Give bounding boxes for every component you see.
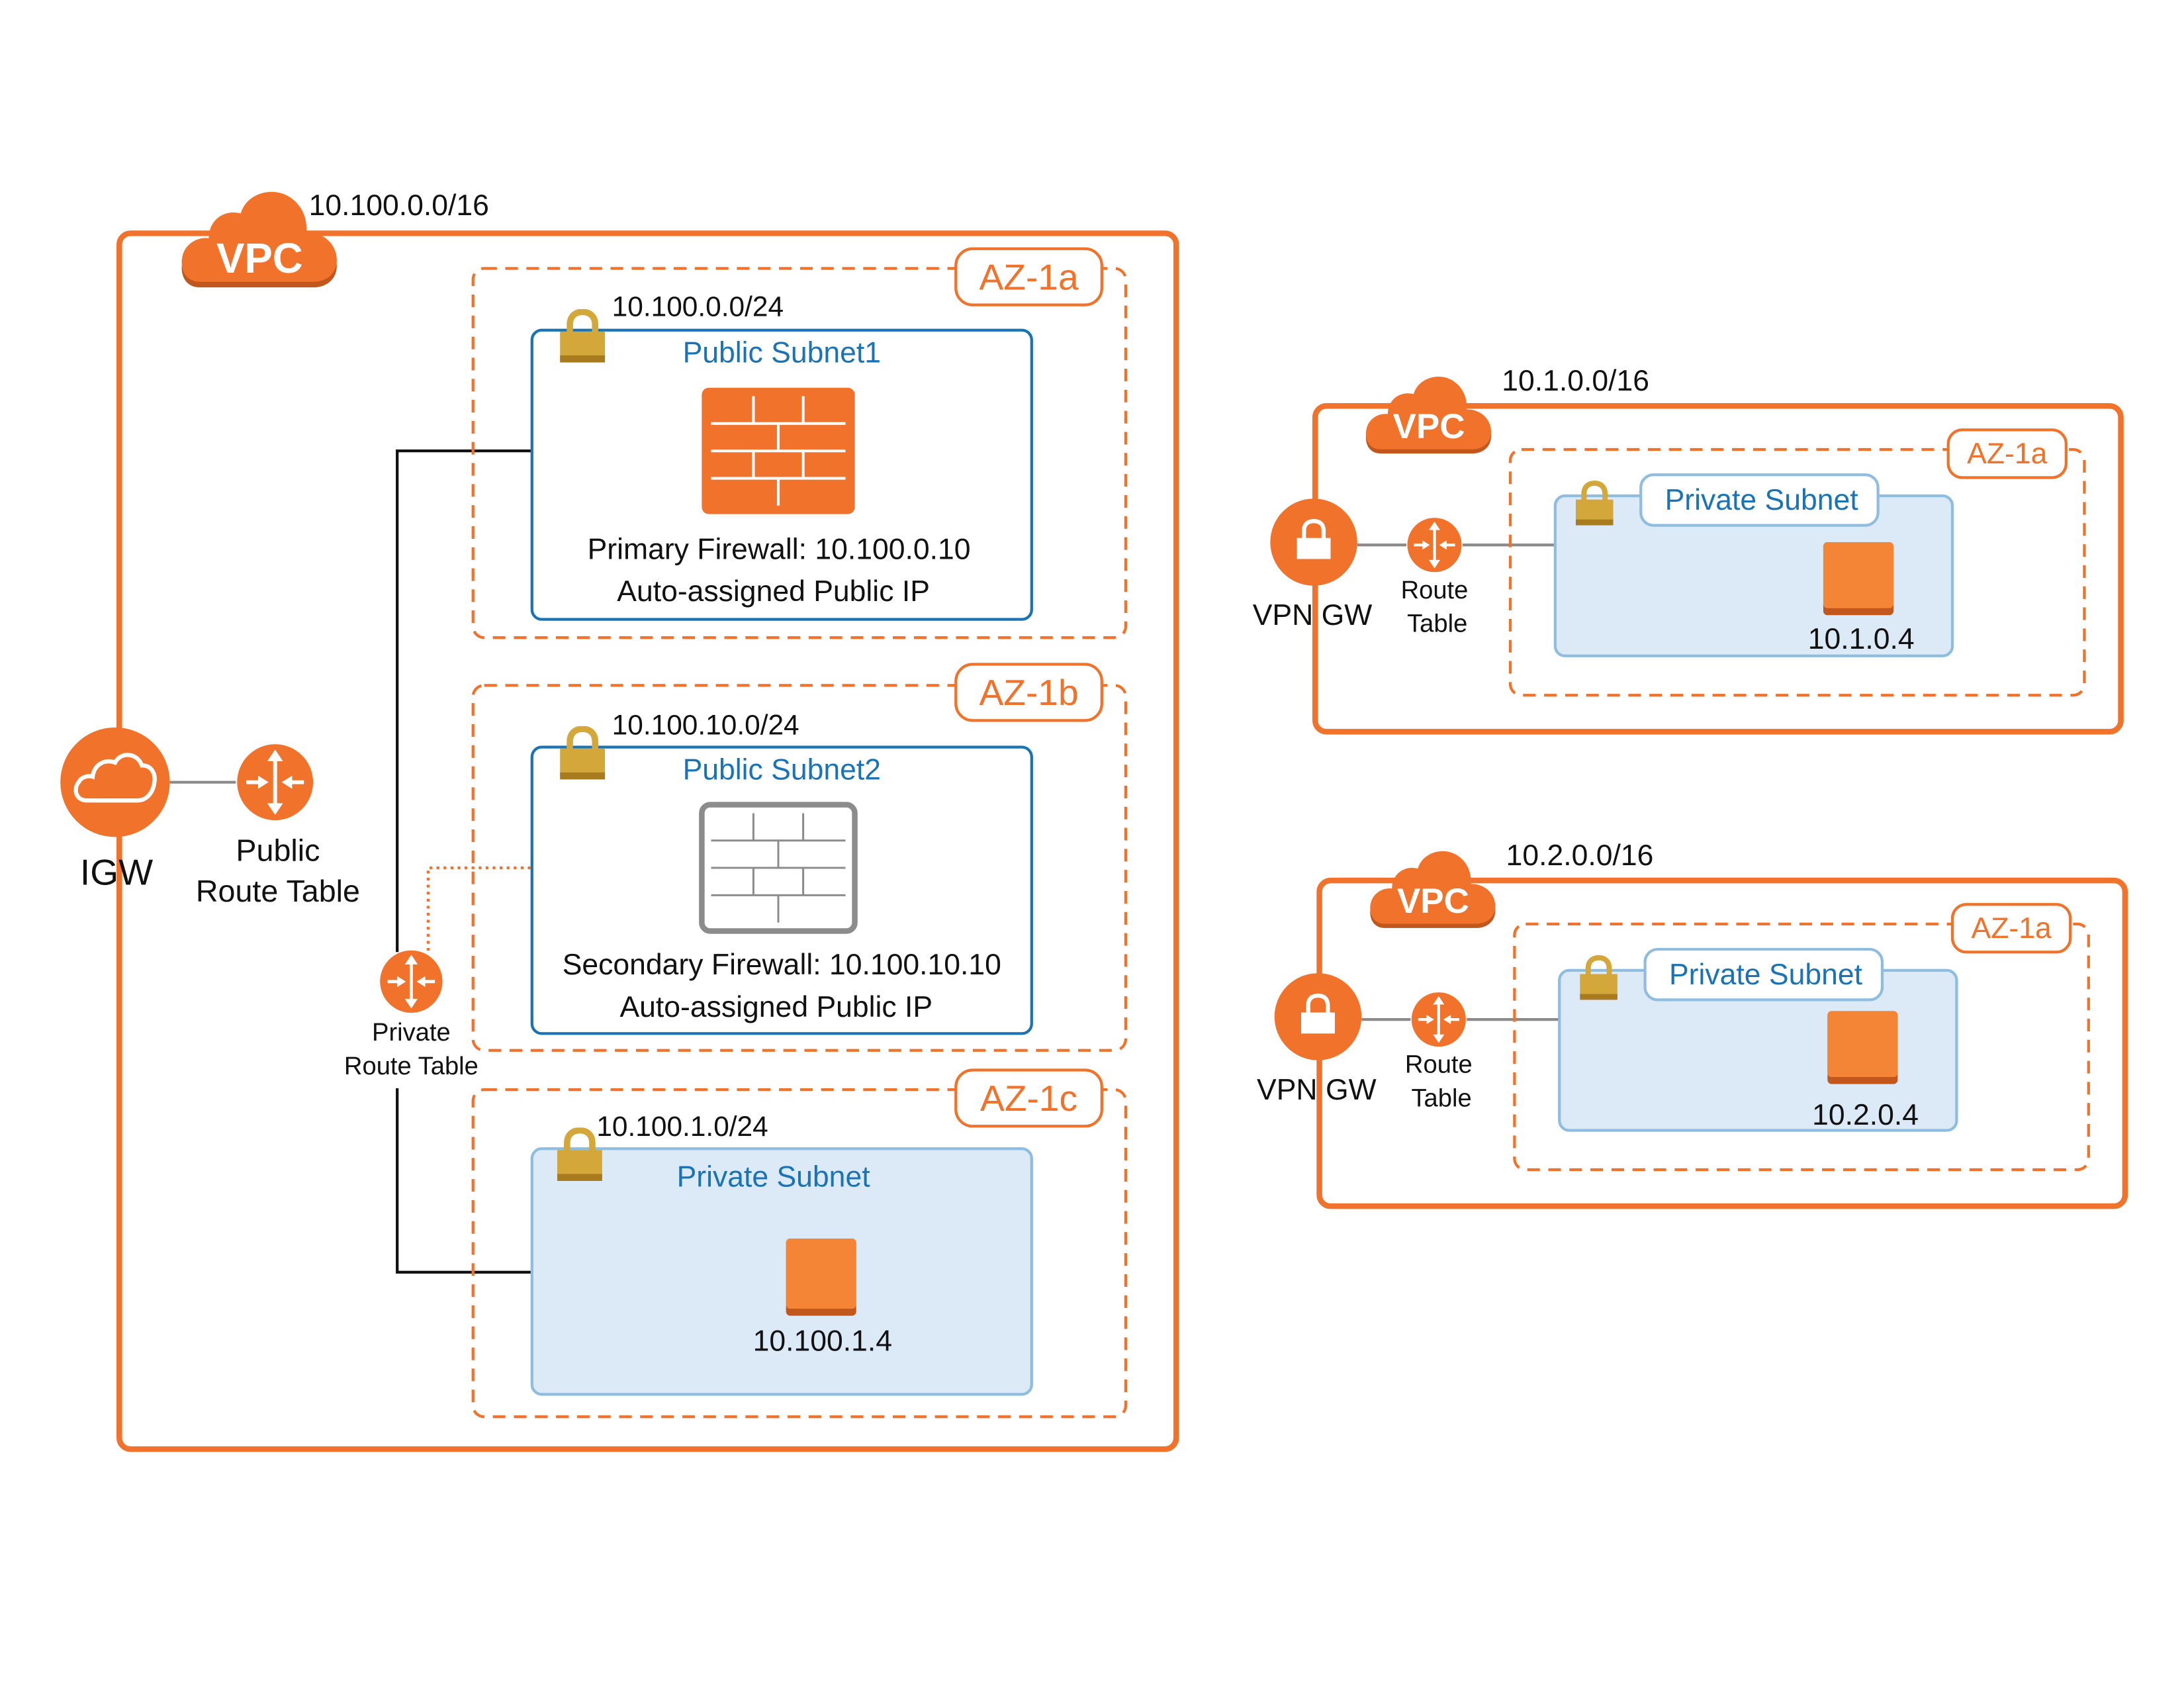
remote-vpc-1-az-border [1508, 447, 2086, 697]
remote-vpc-1-route-label-1: Route [1401, 576, 1469, 604]
private-route-table-label-1: Private [372, 1018, 451, 1047]
az-1c-border [471, 1088, 1128, 1419]
remote-vpc-2-cidr: 10.2.0.0/16 [1506, 839, 1654, 872]
private-instance-ip: 10.100.1.4 [753, 1325, 892, 1358]
remote-vpc-1-route-label-2: Table [1407, 610, 1467, 638]
primary-firewall-icon [702, 387, 855, 514]
secondary-firewall-label: Secondary Firewall: 10.100.10.10 [563, 949, 1001, 981]
remote-vpc-2: VPC 10.2.0.0/16 VPN GW Route Table AZ-1a… [1257, 839, 2128, 1209]
public-subnet1-lock-icon [560, 312, 605, 362]
remote-vpc-1-badge-label: VPC [1392, 407, 1465, 446]
private-route-table: Private Route Table [344, 951, 478, 1080]
az-1b-label: AZ-1b [979, 672, 1079, 713]
remote-vpc-1: VPC 10.1.0.0/16 VPN GW Route Table AZ-1a… [1253, 365, 2124, 735]
remote-vpc-1-vpn-gw: VPN GW [1253, 498, 1373, 632]
remote-vpc-1-route-table: Route Table [1401, 518, 1469, 638]
az-1a-label: AZ-1a [979, 256, 1079, 297]
remote-vpc-2-route-table: Route Table [1405, 992, 1473, 1113]
az-1c-tag [954, 1068, 1103, 1128]
az-1b-tag [954, 663, 1103, 722]
az-1a-zone: AZ-1a 10.100.0.0/24 Public Subnet1 Prima… [471, 247, 1128, 639]
igw-icon [60, 727, 170, 837]
remote-vpc-2-vpn-gw: VPN GW [1257, 973, 1377, 1106]
igw: IGW [60, 727, 170, 893]
remote-vpc-2-router-icon [1412, 992, 1466, 1047]
remote-vpc-1-router-icon [1407, 518, 1461, 572]
remote-vpc-2-badge-label: VPC [1397, 882, 1469, 921]
remote-vpc-2-vpn-lock-icon [1306, 993, 1330, 1014]
public-subnet2-cidr: 10.100.10.0/24 [612, 710, 799, 741]
az-1b-zone: AZ-1b 10.100.10.0/24 Public Subnet2 Seco… [471, 663, 1128, 1052]
private-router-icon [380, 951, 442, 1013]
public-route-table: Public Route Table [196, 744, 360, 908]
secondary-firewall-icon [699, 802, 858, 934]
main-vpc-border [116, 230, 1179, 1452]
remote-vpc-1-vpn-gw-label: VPN GW [1253, 599, 1373, 632]
main-vpc-badge-label: VPC [216, 235, 303, 282]
igw-label: IGW [80, 852, 153, 893]
private-route-table-label-2: Route Table [344, 1052, 478, 1080]
igw-cloud-icon [73, 753, 157, 803]
remote-vpc-1-subnet-name: Private Subnet [1665, 484, 1859, 516]
private-subnet-cidr: 10.100.1.0/24 [596, 1111, 768, 1142]
secondary-firewall-sub-label: Auto-assigned Public IP [619, 991, 933, 1023]
private-instance-icon [786, 1238, 856, 1316]
remote-vpc-1-instance-icon [1823, 542, 1893, 616]
remote-vpc-1-lock-icon [1576, 483, 1614, 526]
az-1c-label: AZ-1c [980, 1078, 1077, 1119]
remote-vpc-2-lock-icon [1580, 958, 1617, 1000]
public-subnet2-name: Public Subnet2 [683, 753, 881, 786]
private-subnet-box [530, 1147, 1033, 1396]
main-vpc: VPC 10.100.0.0/16 IGW Public Route Table… [60, 189, 1179, 1452]
public-subnet1-cidr: 10.100.0.0/24 [612, 291, 784, 322]
public-route-table-label-1: Public [236, 833, 320, 867]
remote-vpc-1-vpn-lock-icon [1302, 519, 1326, 539]
remote-vpc-2-vpn-gw-label: VPN GW [1257, 1074, 1377, 1106]
remote-vpc-2-instance-ip: 10.2.0.4 [1812, 1099, 1919, 1131]
remote-vpc-2-az-border [1513, 922, 2090, 1172]
primary-firewall-sub-label: Auto-assigned Public IP [617, 575, 930, 608]
private-subnet-lock-icon [557, 1131, 602, 1181]
public-subnet1-name: Public Subnet1 [683, 337, 881, 369]
remote-vpc-1-instance-ip: 10.1.0.4 [1808, 623, 1915, 655]
route-to-private-subnet-line [396, 1088, 533, 1274]
remote-vpc-2-route-label-2: Table [1411, 1084, 1471, 1113]
remote-vpc-2-az-label: AZ-1a [1972, 912, 2052, 945]
public-route-table-label-2: Route Table [196, 874, 360, 908]
az-1a-tag [954, 247, 1103, 306]
public-router-icon [237, 744, 313, 820]
remote-vpc-1-az-tag [1946, 428, 2068, 479]
primary-firewall-label: Primary Firewall: 10.100.0.10 [588, 533, 971, 565]
remote-vpc-1-badge: VPC [1365, 377, 1492, 454]
remote-vpc-1-subnet-tag [1639, 473, 1880, 527]
az-1a-border [471, 267, 1128, 639]
remote-vpc-1-az-label: AZ-1a [1967, 438, 2047, 470]
main-vpc-badge: VPC [181, 191, 337, 288]
remote-vpc-2-subnet-name: Private Subnet [1669, 959, 1863, 991]
private-subnet-name: Private Subnet [677, 1160, 871, 1193]
az-1c-zone: AZ-1c 10.100.1.0/24 Private Subnet 10.10… [471, 1068, 1128, 1419]
public-subnet2-lock-icon [560, 729, 605, 779]
remote-vpc-1-cidr: 10.1.0.0/16 [1502, 365, 1649, 397]
remote-vpc-2-badge: VPC [1370, 851, 1496, 928]
remote-vpc-2-instance-icon [1827, 1011, 1898, 1084]
remote-vpc-2-subnet-tag [1643, 947, 1884, 1002]
main-vpc-cidr: 10.100.0.0/16 [309, 189, 489, 222]
remote-vpc-2-az-tag [1950, 903, 2072, 954]
remote-vpc-2-route-label-1: Route [1405, 1051, 1473, 1079]
